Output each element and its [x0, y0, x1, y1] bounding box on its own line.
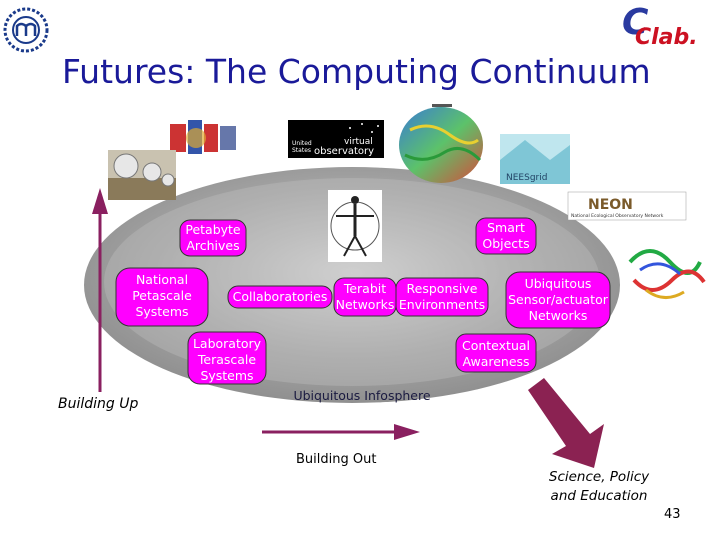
- node-label: Laboratory Terascale Systems: [192, 336, 262, 383]
- usvo-word2: observatory: [314, 146, 374, 157]
- clab-logo-icon: C Clab.: [622, 2, 698, 50]
- node-label: Petabyte Archives: [185, 222, 241, 253]
- building-out-arrow: [262, 424, 420, 440]
- climate-globe-icon: [399, 104, 483, 183]
- detector-image-icon: [168, 116, 240, 158]
- node-shapes: [115, 217, 611, 385]
- node-national-box: [115, 267, 209, 327]
- node-label: Collaboratories: [232, 289, 328, 304]
- protein-molecule-icon: [628, 249, 706, 299]
- node-contextual-box: [455, 333, 537, 373]
- node-lab-box: [187, 331, 267, 385]
- node-label: Responsive Environments: [398, 281, 486, 312]
- science-policy-label: Science, Policy and Education: [548, 469, 650, 504]
- building-up-label: Building Up: [58, 396, 139, 412]
- clab-word: Clab.: [635, 25, 698, 50]
- node-label: Smart Objects: [482, 220, 530, 251]
- nees-text: NEESgrid: [506, 173, 547, 183]
- node-label: Terabit Networks: [335, 281, 395, 312]
- building-out-label: Building Out: [296, 452, 377, 467]
- neon-subtitle: National Ecological Observatory Network: [571, 213, 664, 219]
- node-petabyte-archives: Petabyte Archives: [180, 222, 246, 254]
- node-responsive-environments: Responsive Environments: [396, 281, 488, 313]
- node-label: Contextual Awareness: [461, 338, 531, 369]
- node-label: Ubiquitous Sensor/actuator Networks: [508, 276, 608, 323]
- building-up-arrow: [92, 188, 108, 392]
- usvo-line1: United: [292, 140, 312, 147]
- telescope-image-icon: [108, 150, 176, 200]
- page-number: 43: [664, 507, 681, 522]
- neesgrid-logo: NEESgrid: [500, 134, 570, 184]
- vitruvian-figure-icon: [328, 190, 382, 262]
- science-arrow: [528, 378, 604, 468]
- node-label: National Petascale Systems: [132, 272, 192, 319]
- clab-initial: C: [622, 2, 649, 43]
- neon-logo: NEON National Ecological Observatory Net…: [567, 191, 687, 221]
- node-petabyte-box: [179, 219, 247, 257]
- node-smart-objects: Smart Objects: [476, 220, 536, 252]
- node-laboratory-terascale: Laboratory Terascale Systems: [188, 336, 266, 384]
- usvo-word1: virtual: [344, 137, 373, 147]
- university-seal-icon: [3, 7, 49, 53]
- node-smart-box: [475, 217, 537, 255]
- node-contextual-awareness: Contextual Awareness: [456, 338, 536, 370]
- node-responsive-box: [395, 277, 489, 317]
- node-ubiquitous-sensor: Ubiquitous Sensor/actuator Networks: [506, 276, 610, 324]
- ubiquitous-infosphere-label: Ubiquitous Infosphere: [293, 388, 431, 403]
- slide-title: Futures: The Computing Continuum: [62, 52, 651, 91]
- neon-text: NEON: [588, 197, 633, 213]
- node-collaboratories: Collaboratories: [228, 289, 332, 305]
- node-collab-box: [227, 285, 333, 309]
- virtual-observatory-logo: United States virtual observatory: [288, 120, 384, 158]
- usvo-line2: States: [292, 147, 311, 154]
- node-terabit-networks: Terabit Networks: [334, 281, 396, 313]
- node-national-petascale: National Petascale Systems: [116, 272, 208, 320]
- node-sensor-box: [505, 271, 611, 329]
